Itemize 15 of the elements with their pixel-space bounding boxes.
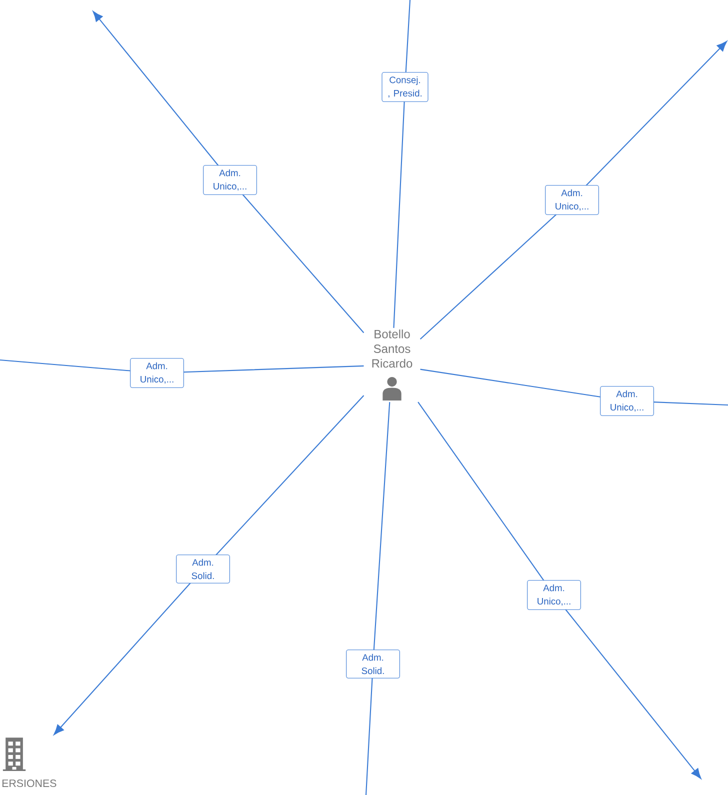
node-label: ERSIONES: [2, 780, 56, 788]
edge-label: Adm. Unico,...: [600, 386, 654, 416]
edge-label: Adm. Unico,...: [203, 165, 257, 195]
connector-arrow: [92, 11, 364, 334]
company-node: ERSIONES: [2, 738, 56, 788]
edge-label: Adm. Unico,...: [545, 185, 599, 215]
node-label: Botello Santos Ricardo: [372, 330, 412, 368]
edge-label: Adm. Solid.: [346, 650, 400, 678]
person-node: Botello Santos Ricardo: [372, 330, 412, 400]
connector-arrow: [54, 395, 364, 735]
edge-label: Adm. Solid.: [176, 554, 230, 584]
connector-arrow: [418, 402, 702, 779]
edge-label: Adm. Unico,...: [527, 580, 581, 610]
edge-label: Consej. , Presid.: [382, 72, 428, 102]
edge-label: Adm. Unico,...: [130, 358, 184, 388]
